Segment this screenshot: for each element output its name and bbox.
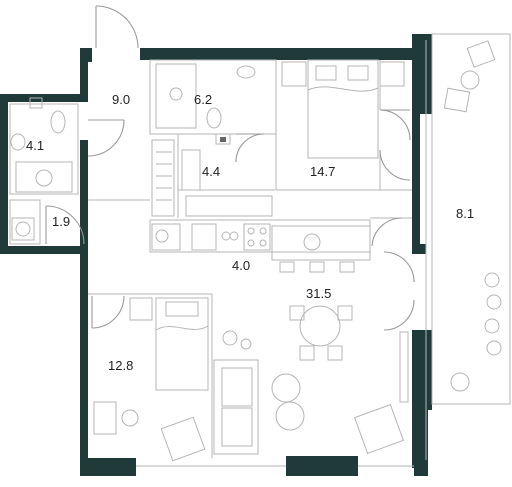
area-balcony: 8.1 bbox=[456, 206, 474, 221]
area-hall: 9.0 bbox=[112, 92, 130, 107]
dining-table bbox=[299, 305, 341, 347]
area-bedroom-main: 14.7 bbox=[310, 164, 335, 179]
area-bathroom: 6.2 bbox=[194, 92, 212, 107]
area-kitchen-living: 31.5 bbox=[306, 286, 331, 301]
area-labels: 9.0 6.2 4.1 4.4 1.9 4.0 14.7 31.5 12.8 8… bbox=[26, 92, 474, 373]
toilet-tank bbox=[29, 97, 43, 109]
area-laundry: 4.4 bbox=[202, 164, 220, 179]
interior-lines bbox=[9, 33, 511, 467]
doors bbox=[45, 5, 415, 331]
bed-second bbox=[155, 297, 209, 391]
walls bbox=[0, 34, 432, 476]
bed-main bbox=[307, 59, 379, 159]
area-closet: 1.9 bbox=[52, 214, 70, 229]
area-corridor: 4.0 bbox=[232, 258, 250, 273]
area-wc: 4.1 bbox=[26, 138, 44, 153]
sofa bbox=[213, 359, 259, 455]
furniture bbox=[10, 40, 502, 462]
area-bedroom-second: 12.8 bbox=[108, 358, 133, 373]
toilet bbox=[50, 110, 66, 134]
